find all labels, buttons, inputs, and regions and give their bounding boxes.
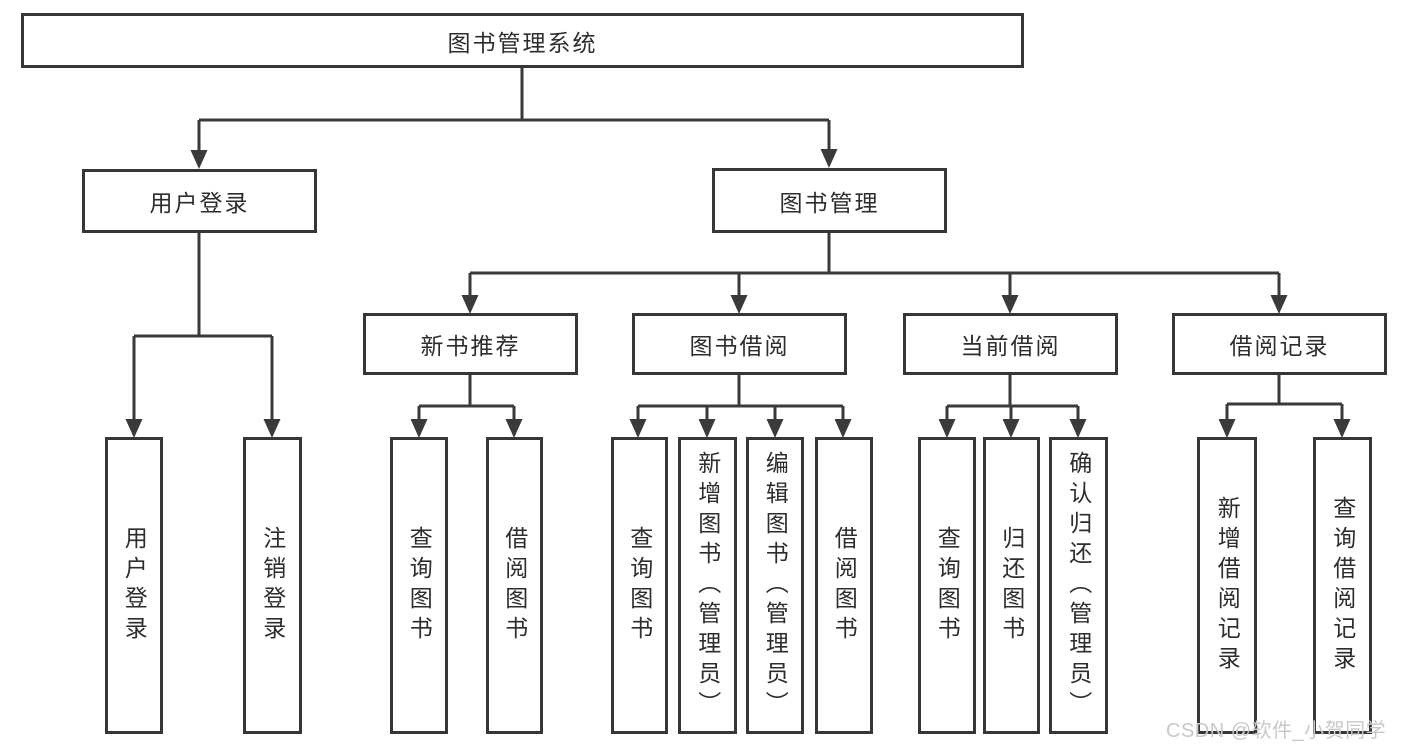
connector-currentborrow-to-leaves: [945, 373, 1080, 422]
leaf-label: 归还图书: [998, 525, 1025, 646]
node-library-management-system: 图书管理系统: [21, 13, 1024, 68]
leaf-query-books-borrowing: 查询图书: [611, 437, 668, 734]
connector-newbook-to-leaves: [417, 373, 516, 422]
node-new-book-recommendation: 新书推荐: [363, 313, 578, 375]
connector-bookborrow-to-leaves: [636, 373, 845, 422]
leaf-label: 用户登录: [121, 525, 148, 646]
leaf-add-books-admin: 新增图书（管理员）: [678, 437, 737, 734]
node-current-borrowing: 当前借阅: [903, 313, 1118, 375]
connector-records-to-leaves: [1225, 373, 1344, 422]
leaf-label: 查询图书: [406, 525, 433, 646]
leaf-return-books: 归还图书: [983, 437, 1040, 734]
leaf-label: 借阅图书: [831, 525, 858, 646]
leaf-label: 确认归还（管理员）: [1065, 450, 1092, 721]
leaf-label: 借阅图书: [501, 525, 528, 646]
leaf-label: 编辑图书（管理员）: [762, 450, 789, 721]
leaf-label: 新增图书（管理员）: [694, 450, 721, 721]
leaf-user-login: 用户登录: [105, 437, 163, 734]
node-book-management: 图书管理: [712, 168, 947, 233]
leaf-logout: 注销登录: [243, 437, 302, 734]
connector-userlogin-to-leaves: [132, 231, 274, 422]
leaf-label: 新增借阅记录: [1214, 495, 1241, 676]
leaf-label: 注销登录: [259, 525, 286, 646]
node-borrowing-records: 借阅记录: [1172, 313, 1387, 375]
connector-root-to-level1: [197, 66, 831, 152]
node-book-borrowing: 图书借阅: [632, 313, 847, 375]
leaf-query-books-recommend: 查询图书: [390, 437, 448, 734]
csdn-watermark: CSDN @软件_小贺同学: [1166, 720, 1387, 742]
leaf-borrow-books-borrowing: 借阅图书: [815, 437, 873, 734]
leaf-label: 查询图书: [626, 525, 653, 646]
connector-bookmgmt-to-level2: [468, 231, 1281, 298]
leaf-query-books-current: 查询图书: [918, 437, 976, 734]
leaf-confirm-return-admin: 确认归还（管理员）: [1049, 437, 1108, 734]
leaf-query-borrow-record: 查询借阅记录: [1313, 437, 1372, 734]
leaf-label: 查询图书: [934, 525, 961, 646]
node-user-login: 用户登录: [82, 169, 317, 233]
leaf-edit-books-admin: 编辑图书（管理员）: [746, 437, 804, 734]
leaf-borrow-books-recommend: 借阅图书: [486, 437, 543, 734]
leaf-add-borrow-record: 新增借阅记录: [1197, 437, 1257, 734]
leaf-label: 查询借阅记录: [1329, 495, 1356, 676]
